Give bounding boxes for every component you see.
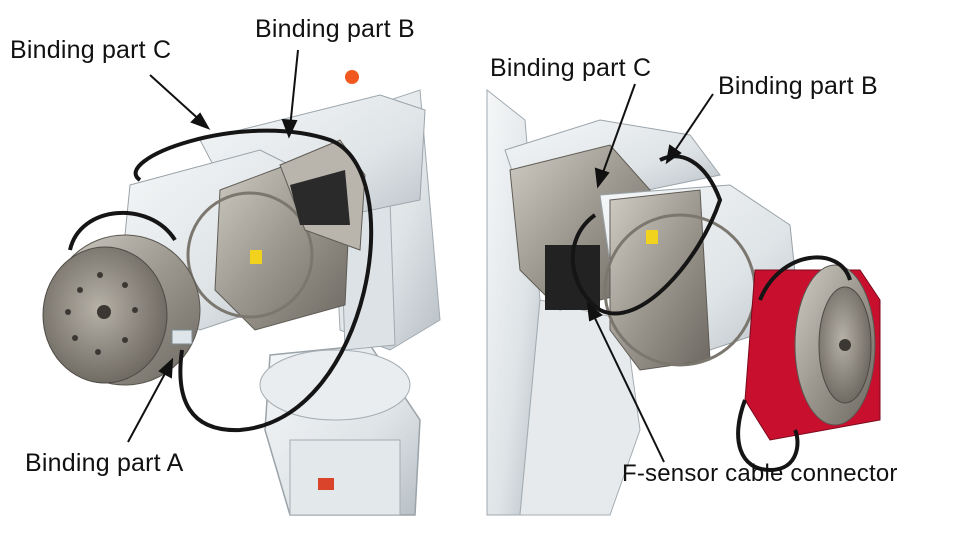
caution-label-icon	[250, 250, 262, 264]
left-sensor-cable	[133, 128, 374, 433]
label-binding-part-c-left: Binding part C	[10, 36, 172, 64]
label-f-sensor-cable-connector: F-sensor cable connector	[622, 460, 898, 487]
label-binding-part-b-right: Binding part B	[718, 72, 878, 100]
warning-lamp-icon	[345, 70, 359, 84]
label-binding-part-b-left: Binding part B	[255, 15, 415, 43]
left-robot-photo	[42, 70, 441, 516]
label-binding-part-a-left: Binding part A	[25, 449, 184, 477]
label-binding-part-c-right: Binding part C	[490, 54, 652, 82]
caution-label-icon-right	[646, 230, 658, 244]
callout-arrows	[127, 49, 714, 463]
right-sensor-cable	[570, 154, 723, 316]
right-robot-photo	[486, 88, 881, 516]
